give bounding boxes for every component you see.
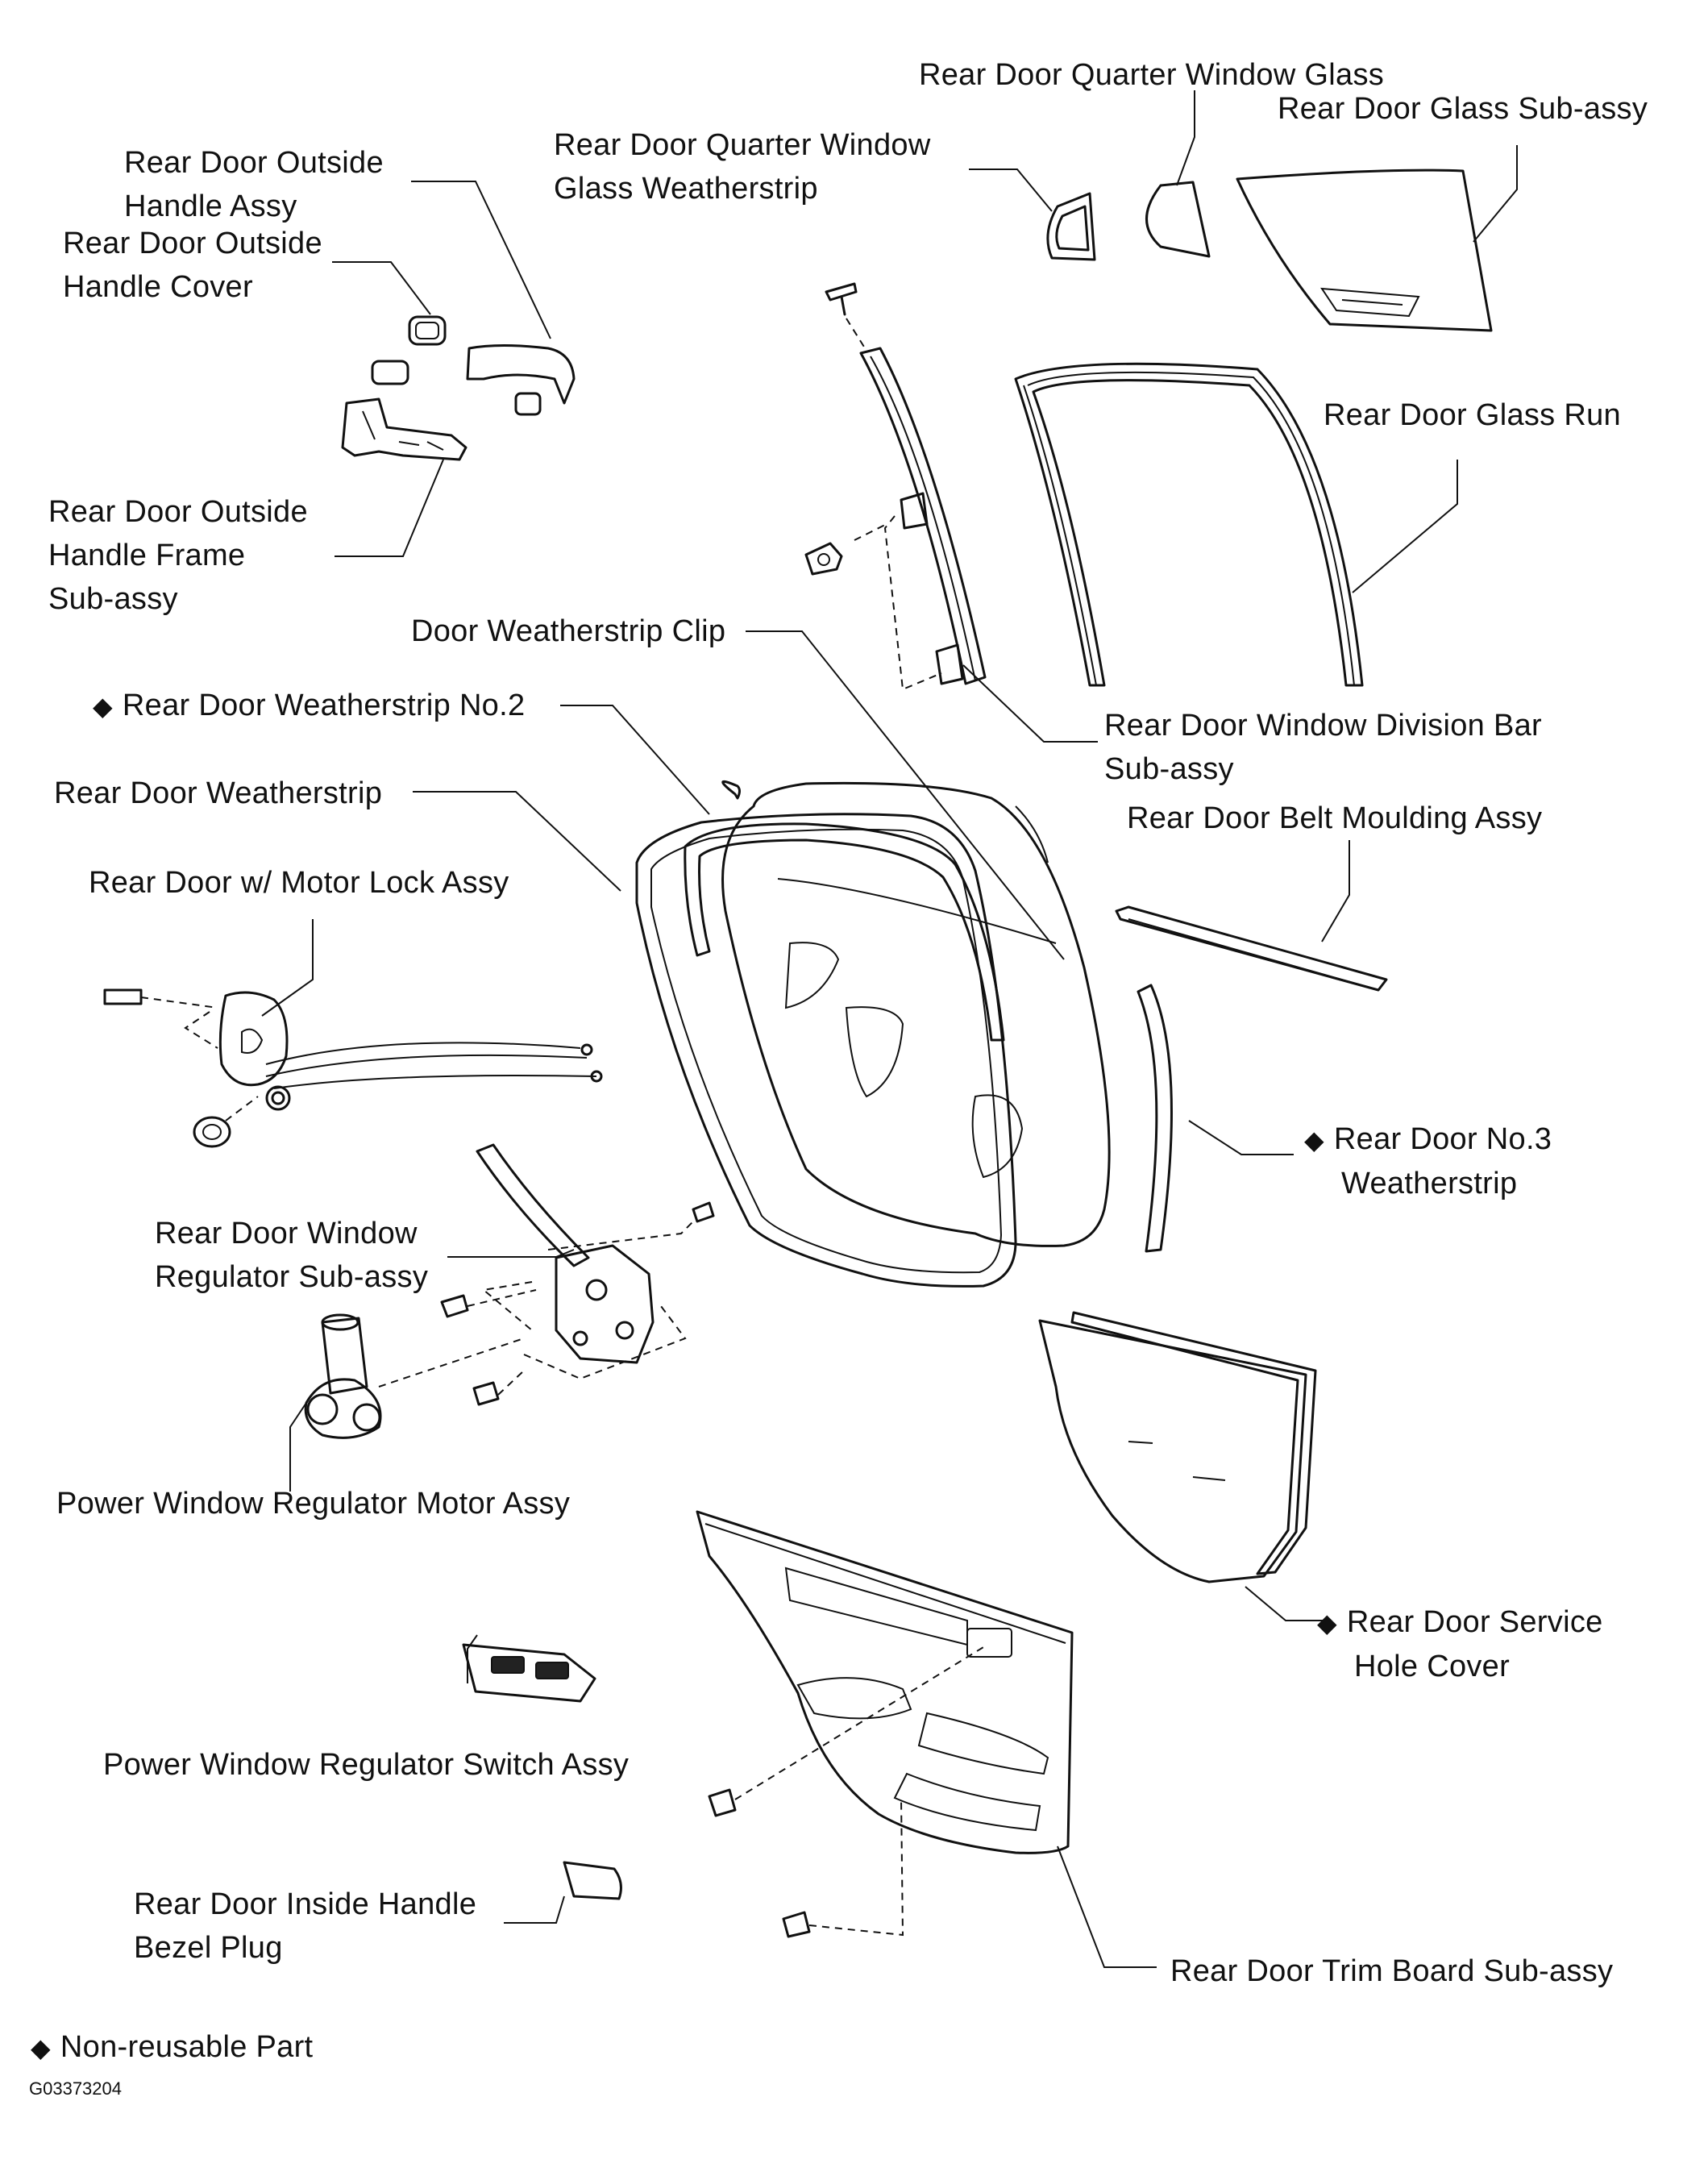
motor-lock-part: [103, 988, 603, 1148]
label-service-hole-cover: ◆Rear Door Service Hole Cover: [1317, 1605, 1603, 1683]
label-quarter-window-glass: Rear Door Quarter Window Glass: [919, 58, 1385, 92]
label-regulator-motor: Power Window Regulator Motor Assy: [56, 1487, 571, 1521]
division-bar-part: [804, 282, 987, 691]
label-outside-handle-assy: Rear Door Outside Handle Assy: [124, 146, 384, 223]
window-regulator-part: [440, 1143, 715, 1406]
label-quarter-weatherstrip: Rear Door Quarter Window Glass Weatherst…: [554, 128, 931, 206]
label-trim-board: Rear Door Trim Board Sub-assy: [1170, 1954, 1614, 1988]
outside-handle-parts: [341, 315, 576, 461]
weatherstrip-part: [635, 813, 1017, 1288]
bezel-plug-part: [563, 1861, 622, 1900]
label-motor-lock: Rear Door w/ Motor Lock Assy: [89, 866, 509, 900]
figure-id: G03373204: [29, 2078, 122, 2099]
label-weatherstrip-clip: Door Weatherstrip Clip: [411, 614, 726, 648]
label-bezel-plug: Rear Door Inside Handle Bezel Plug: [134, 1887, 477, 1965]
label-regulator-switch: Power Window Regulator Switch Assy: [103, 1748, 630, 1782]
regulator-switch-part: [462, 1643, 596, 1703]
label-outside-handle-frame: Rear Door Outside Handle Frame Sub-assy: [48, 495, 308, 616]
legend-non-reusable: ◆Non-reusable Part: [31, 2030, 314, 2064]
regulator-motor-part: [304, 1313, 525, 1439]
label-weatherstrip-no2: ◆Rear Door Weatherstrip No.2: [93, 689, 526, 722]
no3-weatherstrip-part: [1137, 984, 1173, 1253]
label-window-regulator: Rear Door Window Regulator Sub-assy: [155, 1217, 429, 1294]
belt-moulding-part: [1115, 905, 1388, 992]
glass-run-part: [1014, 362, 1364, 687]
label-glass-sub-assy: Rear Door Glass Sub-assy: [1278, 92, 1648, 126]
service-hole-cover-part: [1038, 1311, 1317, 1583]
label-outside-handle-cover: Rear Door Outside Handle Cover: [63, 227, 322, 304]
diamond-icon: ◆: [93, 692, 113, 721]
diamond-icon: ◆: [1304, 1126, 1324, 1155]
quarter-window-glass-part: [1145, 181, 1211, 258]
label-no3-weatherstrip: ◆Rear Door No.3 Weatherstrip: [1304, 1122, 1552, 1200]
trim-board-part: [696, 1510, 1074, 1938]
diamond-icon: ◆: [31, 2033, 51, 2062]
label-glass-run: Rear Door Glass Run: [1324, 398, 1621, 432]
label-belt-moulding: Rear Door Belt Moulding Assy: [1127, 801, 1543, 835]
door-panel-part: [721, 780, 1111, 1247]
diamond-icon: ◆: [1317, 1608, 1337, 1637]
label-weatherstrip: Rear Door Weatherstrip: [54, 776, 383, 810]
glass-sub-assy-part: [1236, 169, 1493, 332]
label-division-bar: Rear Door Window Division Bar Sub-assy: [1104, 709, 1542, 786]
quarter-window-weatherstrip-part: [1046, 192, 1096, 261]
